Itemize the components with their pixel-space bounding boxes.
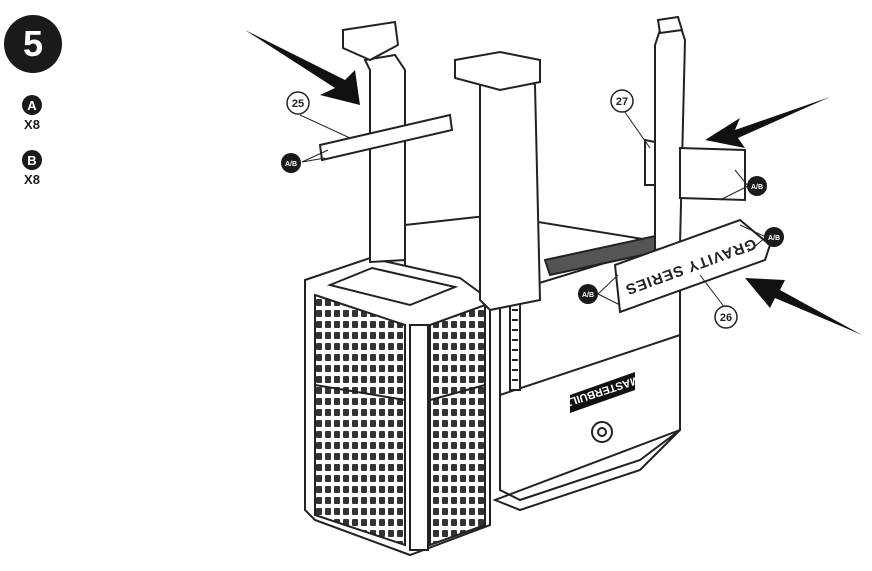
svg-text:A/B: A/B [768, 235, 780, 242]
arrow-right-bottom-icon [745, 278, 862, 335]
part-a-icon: A [22, 95, 42, 115]
hardware-tag-panel-left: A/B [578, 284, 598, 304]
gravity-series-panel: GRAVITY SERIES [613, 218, 772, 314]
rail-25 [318, 113, 454, 162]
part-b-legend: B X8 [22, 150, 42, 187]
callout-25: 25 [286, 91, 310, 115]
callout-26: 26 [714, 305, 738, 329]
step-number-badge: 5 [4, 15, 62, 73]
svg-text:A/B: A/B [582, 292, 594, 299]
svg-text:A/B: A/B [751, 184, 763, 191]
part-a-legend: A X8 [22, 95, 42, 132]
arrow-left-icon [245, 30, 360, 105]
rails [318, 113, 746, 202]
svg-text:A/B: A/B [285, 161, 297, 168]
svg-text:25: 25 [292, 98, 304, 110]
part-b-icon: B [22, 150, 42, 170]
part-b-quantity: X8 [24, 172, 40, 187]
svg-text:26: 26 [720, 312, 732, 324]
rail-27 [679, 146, 746, 202]
direction-arrows [245, 30, 862, 335]
svg-text:27: 27 [616, 96, 628, 108]
part-a-quantity: X8 [24, 117, 40, 132]
arrow-right-top-icon [705, 97, 830, 148]
step-number: 5 [22, 23, 44, 64]
hopper [304, 256, 491, 557]
hardware-tag-left: A/B [281, 153, 301, 173]
hardware-tag-right-panel: A/B [764, 227, 784, 247]
hardware-tag-right-top: A/B [747, 176, 767, 196]
callout-27: 27 [610, 89, 634, 113]
leader-lines [299, 107, 767, 309]
